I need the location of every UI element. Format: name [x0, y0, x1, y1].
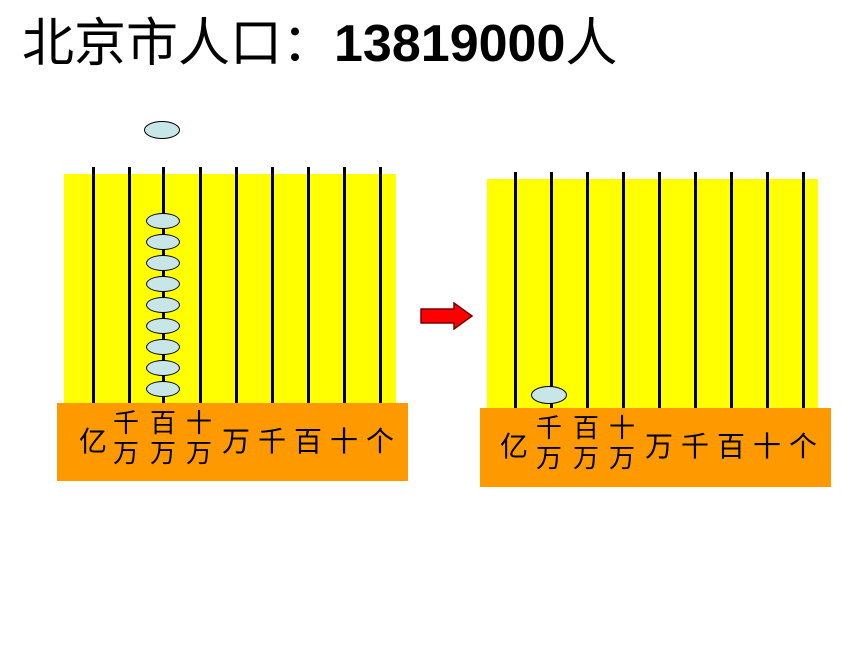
right-rod-qianwan: [550, 172, 553, 412]
right-rod-yi: [514, 172, 517, 412]
right-label-wan: 万: [536, 444, 563, 474]
title-prefix: 北京市人口：: [22, 14, 335, 74]
right-abacus-base: [480, 408, 831, 487]
right-arrow-icon: [420, 302, 474, 330]
right-rod-qian: [694, 172, 697, 412]
right-rod-wan: [658, 172, 661, 412]
left-bead: [146, 360, 180, 376]
right-label-wan-place: 万: [645, 430, 674, 463]
left-bead-floating: [144, 121, 180, 139]
right-abacus-board: [487, 179, 818, 410]
left-rod-yi: [92, 167, 95, 412]
left-label-wan: 万: [113, 439, 140, 469]
left-label-qian: 千: [113, 409, 140, 439]
left-bead: [146, 318, 180, 334]
right-label-yi: 亿: [500, 430, 529, 463]
right-rod-baiwan: [586, 172, 589, 412]
right-label-bai-place: 百: [717, 430, 746, 463]
right-label-wan: 万: [573, 444, 600, 474]
left-label-wan-place: 万: [222, 425, 251, 458]
page-title: 北京市人口：13819000人: [22, 8, 617, 80]
right-label-bai: 百: [573, 414, 600, 444]
right-rod-shi: [766, 172, 769, 412]
left-abacus-board: [64, 174, 396, 412]
right-rod-bai: [730, 172, 733, 412]
right-rod-ge: [802, 172, 805, 412]
left-rod-bai: [307, 167, 310, 412]
left-label-wan: 万: [150, 439, 177, 469]
left-label-yi: 亿: [79, 425, 108, 458]
right-label-wan: 万: [609, 444, 636, 474]
left-bead: [146, 213, 180, 229]
left-rod-shiwan: [199, 167, 202, 412]
title-suffix: 人: [565, 14, 618, 74]
title-number: 13819000: [334, 15, 566, 73]
left-label-wan: 万: [186, 439, 213, 469]
left-label-bai: 百: [150, 409, 177, 439]
left-rod-shi: [343, 167, 346, 412]
right-bead: [531, 386, 567, 404]
right-label-shi: 十: [609, 414, 636, 444]
left-rod-qian: [271, 167, 274, 412]
left-rod-ge: [379, 167, 382, 412]
left-rod-qianwan: [128, 167, 131, 412]
right-label-shi-place: 十: [753, 430, 782, 463]
left-bead: [146, 381, 180, 397]
right-label-qian: 千: [536, 414, 563, 444]
left-label-shi: 十: [186, 409, 213, 439]
right-label-qian-place: 千: [681, 430, 710, 463]
left-label-bai-place: 百: [294, 425, 323, 458]
left-bead: [146, 297, 180, 313]
left-bead: [146, 234, 180, 250]
left-rod-wan: [235, 167, 238, 412]
left-abacus-base: [57, 403, 408, 481]
left-label-qian-place: 千: [258, 425, 287, 458]
left-bead: [146, 255, 180, 271]
left-bead: [146, 276, 180, 292]
left-label-ge: 个: [366, 425, 395, 458]
right-label-ge: 个: [789, 430, 818, 463]
left-bead: [146, 339, 180, 355]
right-rod-shiwan: [622, 172, 625, 412]
left-label-shi-place: 十: [330, 425, 359, 458]
